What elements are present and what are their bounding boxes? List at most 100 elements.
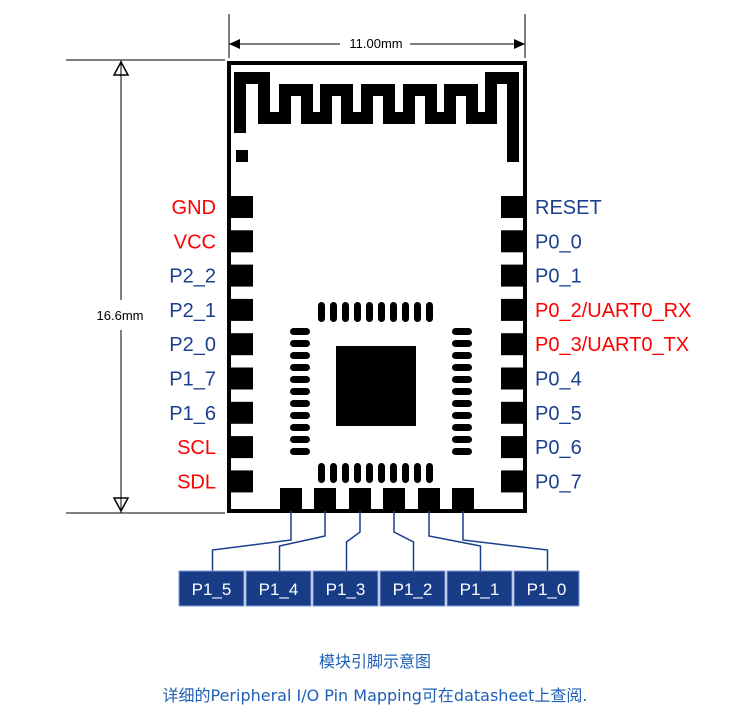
chip-pin — [290, 424, 310, 431]
chip-pin — [426, 463, 433, 483]
width-label: 11.00mm — [349, 36, 402, 51]
module-outline — [227, 61, 527, 513]
right-pad — [501, 230, 523, 253]
chip-pin — [452, 448, 472, 455]
chip-pin — [290, 376, 310, 383]
bottom-pin-leader — [393, 511, 415, 571]
right-pad — [501, 401, 523, 424]
chip-pin — [354, 302, 361, 322]
right-pad — [501, 264, 523, 287]
chip-pins-left — [290, 328, 310, 455]
chip-pin — [426, 302, 433, 322]
left-pad — [231, 230, 253, 253]
chip-die — [336, 346, 416, 426]
right-pads — [501, 196, 523, 493]
bottom-pin-label: P1_3 — [326, 580, 366, 599]
bottom-pin-label: P1_2 — [393, 580, 433, 599]
right-pin-label: P0_2/UART0_RX — [535, 300, 691, 322]
bottom-pin-label: P1_0 — [527, 580, 567, 599]
left-pad — [231, 470, 253, 493]
left-pin-label: P2_2 — [169, 266, 216, 288]
left-pin-label: P1_7 — [169, 369, 216, 391]
chip-pins-right — [452, 328, 472, 455]
chip-pins-bottom — [318, 463, 433, 483]
left-pad — [231, 196, 253, 218]
right-pin-label: P0_7 — [535, 471, 582, 493]
chip-pin — [402, 463, 409, 483]
right-pin-labels: RESETP0_0P0_1P0_2/UART0_RXP0_3/UART0_TXP… — [535, 197, 691, 493]
left-pin-label: P2_0 — [169, 334, 216, 356]
right-pin-label: P0_6 — [535, 437, 582, 459]
bottom-pad — [383, 488, 405, 510]
chip-pin — [452, 412, 472, 419]
right-pin-label: P0_0 — [535, 231, 582, 253]
chip-pin — [402, 302, 409, 322]
bottom-pin-box — [178, 570, 245, 607]
bottom-pin-box — [379, 570, 446, 607]
bottom-pads — [280, 488, 474, 510]
chip-pin — [290, 340, 310, 347]
bottom-pin-label: P1_5 — [192, 580, 232, 599]
right-pin-label: P0_4 — [535, 369, 582, 391]
chip-pin — [354, 463, 361, 483]
left-pad — [231, 298, 253, 321]
chip-pin — [452, 400, 472, 407]
chip-pin — [290, 352, 310, 359]
antenna-dot — [236, 150, 248, 162]
antenna-trace — [234, 72, 519, 162]
chip-pin — [452, 436, 472, 443]
bottom-pin-leader — [428, 511, 482, 571]
right-pad — [501, 470, 523, 493]
bottom-pad — [452, 488, 474, 510]
left-pin-label: P2_1 — [169, 300, 216, 322]
chip-pin — [366, 463, 373, 483]
left-pin-label: SDL — [177, 471, 216, 493]
chip-pin — [452, 364, 472, 371]
left-pad — [231, 333, 253, 356]
chip-pin — [290, 364, 310, 371]
bottom-pin-leaders — [211, 511, 549, 571]
right-pad — [501, 367, 523, 390]
bottom-pad — [280, 488, 302, 510]
bottom-pin-box — [245, 570, 312, 607]
bottom-pin-leader — [211, 511, 292, 571]
chip-pin — [414, 463, 421, 483]
height-label: 16.6mm — [97, 308, 144, 323]
chip-pin — [330, 463, 337, 483]
bottom-pad — [314, 488, 336, 510]
chip-pin — [290, 328, 310, 335]
bottom-pin-box — [312, 570, 379, 607]
chip-pin — [452, 424, 472, 431]
chip-pin — [452, 352, 472, 359]
chip-pin — [318, 463, 325, 483]
bottom-pin-label: P1_4 — [259, 580, 299, 599]
width-dimension: 11.00mm — [228, 14, 526, 58]
chip-pin — [342, 302, 349, 322]
bottom-pin-leader — [462, 511, 549, 571]
bottom-pin-leader — [278, 511, 326, 571]
left-pad — [231, 401, 253, 424]
bottom-pin-leader — [345, 511, 361, 571]
left-pin-label: SCL — [177, 437, 216, 459]
chip-pin — [290, 400, 310, 407]
right-pad — [501, 333, 523, 356]
chip-pins-top — [318, 302, 433, 322]
chip-pin — [330, 302, 337, 322]
chip-pin — [290, 436, 310, 443]
chip-pin — [452, 340, 472, 347]
bottom-pin-box — [513, 570, 580, 607]
chip-pin — [452, 328, 472, 335]
caption-title: 模块引脚示意图 — [318, 652, 431, 671]
left-pad — [231, 367, 253, 390]
right-pad — [501, 196, 523, 218]
chip-pin — [390, 302, 397, 322]
left-pads — [231, 196, 253, 493]
caption-note: 详细的Peripheral I/O Pin Mapping可在datasheet… — [162, 686, 588, 705]
chip-pin — [390, 463, 397, 483]
chip-pin — [290, 412, 310, 419]
chip — [290, 302, 472, 483]
bottom-pin-box — [446, 570, 513, 607]
right-pin-label: P0_3/UART0_TX — [535, 334, 689, 356]
